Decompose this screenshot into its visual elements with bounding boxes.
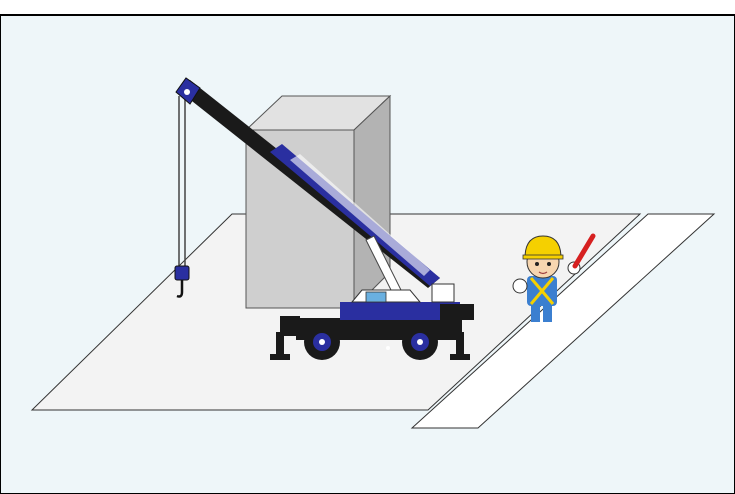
building-block-icon (246, 96, 390, 308)
